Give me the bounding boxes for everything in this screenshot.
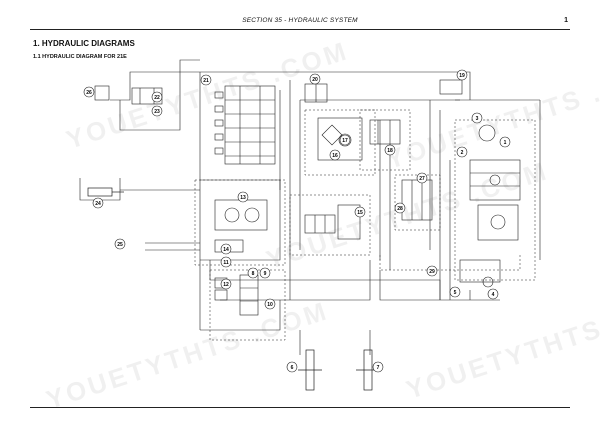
svg-text:16: 16 (332, 153, 338, 159)
svg-text:21: 21 (203, 78, 209, 84)
svg-text:3: 3 (476, 116, 479, 122)
svg-text:1: 1 (504, 140, 507, 146)
svg-text:24: 24 (95, 201, 101, 207)
callout-27: 27 (416, 172, 428, 184)
svg-text:7: 7 (377, 365, 380, 371)
svg-text:5: 5 (454, 290, 457, 296)
svg-text:12: 12 (223, 282, 229, 288)
section-title: SECTION 35 - HYDRAULIC SYSTEM (242, 17, 358, 24)
svg-text:6: 6 (291, 365, 294, 371)
svg-text:23: 23 (154, 109, 160, 115)
callout-22: 22 (151, 91, 163, 103)
svg-text:11: 11 (223, 260, 229, 266)
callout-14: 14 (220, 243, 232, 255)
callout-8: 8 (247, 267, 259, 279)
callout-10: 10 (264, 298, 276, 310)
svg-text:20: 20 (312, 77, 318, 83)
svg-text:17: 17 (342, 138, 348, 144)
callout-4: 4 (487, 288, 499, 300)
callout-2: 2 (456, 146, 468, 158)
callout-9: 9 (259, 267, 271, 279)
callout-6: 6 (286, 361, 298, 373)
svg-text:2: 2 (461, 150, 464, 156)
callout-16: 16 (329, 149, 341, 161)
svg-text:18: 18 (387, 148, 393, 154)
page-header: SECTION 35 - HYDRAULIC SYSTEM 1 (30, 17, 570, 30)
callout-24: 24 (92, 197, 104, 209)
callout-3: 3 (471, 112, 483, 124)
page-number: 1 (564, 17, 568, 24)
heading-hydraulic-diagrams: 1. HYDRAULIC DIAGRAMS (33, 39, 135, 48)
svg-text:29: 29 (429, 269, 435, 275)
callout-21: 21 (200, 74, 212, 86)
svg-text:22: 22 (154, 95, 160, 101)
callout-15: 15 (354, 206, 366, 218)
callout-29: 29 (426, 265, 438, 277)
callout-18: 18 (384, 144, 396, 156)
callout-11: 11 (220, 256, 232, 268)
callout-26: 26 (83, 86, 95, 98)
svg-text:15: 15 (357, 210, 363, 216)
svg-text:28: 28 (397, 206, 403, 212)
callout-7: 7 (372, 361, 384, 373)
footer-rule (30, 407, 570, 408)
callout-28: 28 (394, 202, 406, 214)
svg-text:27: 27 (419, 176, 425, 182)
callout-5: 5 (449, 286, 461, 298)
callout-12: 12 (220, 278, 232, 290)
callout-19: 19 (456, 69, 468, 81)
svg-text:19: 19 (459, 73, 465, 79)
svg-text:25: 25 (117, 242, 123, 248)
svg-text:9: 9 (264, 271, 267, 277)
svg-text:8: 8 (252, 271, 255, 277)
callout-20: 20 (309, 73, 321, 85)
subheading-diagram-21e: 1.1 HYDRAULIC DIAGRAM FOR 21E (33, 54, 127, 60)
svg-text:4: 4 (492, 292, 495, 298)
callout-25: 25 (114, 238, 126, 250)
callout-23: 23 (151, 105, 163, 117)
svg-text:10: 10 (267, 302, 273, 308)
svg-text:14: 14 (223, 247, 229, 253)
callout-1: 1 (499, 136, 511, 148)
callout-17: 17 (339, 134, 351, 146)
callout-13: 13 (237, 191, 249, 203)
svg-text:26: 26 (86, 90, 92, 96)
svg-text:13: 13 (240, 195, 246, 201)
